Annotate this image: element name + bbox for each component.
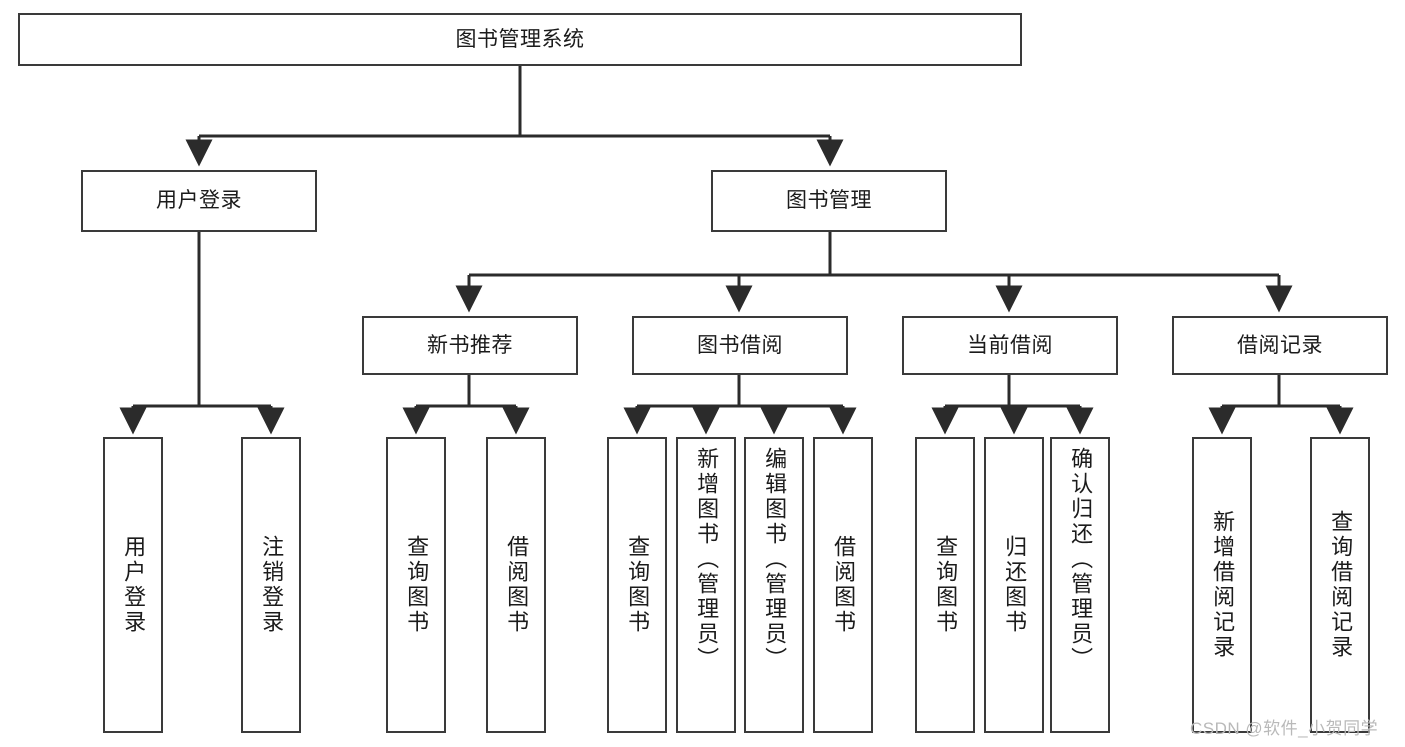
watermark: CSDN @软件_小贺同学 bbox=[1190, 719, 1379, 738]
node-label: 当前借阅 bbox=[967, 333, 1053, 357]
node-root-system[interactable]: 图书管理系统 bbox=[18, 13, 1022, 66]
node-label: 查询借阅记录 bbox=[1328, 510, 1354, 660]
leaf-current-borrow-confirm-return[interactable]: 确认归还（管理员） bbox=[1050, 437, 1110, 733]
node-label: 借阅图书 bbox=[504, 535, 530, 635]
node-label: 图书借阅 bbox=[697, 333, 783, 357]
leaf-book-borrow-add[interactable]: 新增图书（管理员） bbox=[676, 437, 736, 733]
node-label: 查询图书 bbox=[404, 535, 430, 635]
node-label: 用户登录 bbox=[121, 535, 147, 635]
node-label: 查询图书 bbox=[933, 535, 959, 635]
node-book-borrow[interactable]: 图书借阅 bbox=[632, 316, 848, 375]
node-current-borrow[interactable]: 当前借阅 bbox=[902, 316, 1118, 375]
leaf-borrow-record-add[interactable]: 新增借阅记录 bbox=[1192, 437, 1252, 733]
node-label: 注销登录 bbox=[259, 535, 285, 635]
node-label: 确认归还（管理员） bbox=[1068, 447, 1094, 672]
node-book-management[interactable]: 图书管理 bbox=[711, 170, 947, 232]
leaf-new-book-borrow[interactable]: 借阅图书 bbox=[486, 437, 546, 733]
node-label: 编辑图书（管理员） bbox=[762, 447, 788, 672]
node-label: 新书推荐 bbox=[427, 333, 513, 357]
leaf-current-borrow-return[interactable]: 归还图书 bbox=[984, 437, 1044, 733]
leaf-book-borrow-query[interactable]: 查询图书 bbox=[607, 437, 667, 733]
node-label: 用户登录 bbox=[156, 189, 242, 213]
leaf-current-borrow-query[interactable]: 查询图书 bbox=[915, 437, 975, 733]
node-label: 归还图书 bbox=[1002, 535, 1028, 635]
node-borrow-record[interactable]: 借阅记录 bbox=[1172, 316, 1388, 375]
leaf-book-borrow-edit[interactable]: 编辑图书（管理员） bbox=[744, 437, 804, 733]
leaf-borrow-record-query[interactable]: 查询借阅记录 bbox=[1310, 437, 1370, 733]
leaf-book-borrow-borrow[interactable]: 借阅图书 bbox=[813, 437, 873, 733]
leaf-user-login-logout[interactable]: 注销登录 bbox=[241, 437, 301, 733]
node-label: 图书管理系统 bbox=[455, 27, 585, 51]
node-label: 图书管理 bbox=[786, 189, 872, 213]
leaf-user-login-login[interactable]: 用户登录 bbox=[103, 437, 163, 733]
node-label: 新增图书（管理员） bbox=[694, 447, 720, 672]
node-label: 借阅图书 bbox=[831, 535, 857, 635]
leaf-new-book-query[interactable]: 查询图书 bbox=[386, 437, 446, 733]
node-label: 借阅记录 bbox=[1237, 333, 1323, 357]
node-label: 新增借阅记录 bbox=[1210, 510, 1236, 660]
node-new-book-recommend[interactable]: 新书推荐 bbox=[362, 316, 578, 375]
node-user-login[interactable]: 用户登录 bbox=[81, 170, 317, 232]
node-label: 查询图书 bbox=[625, 535, 651, 635]
